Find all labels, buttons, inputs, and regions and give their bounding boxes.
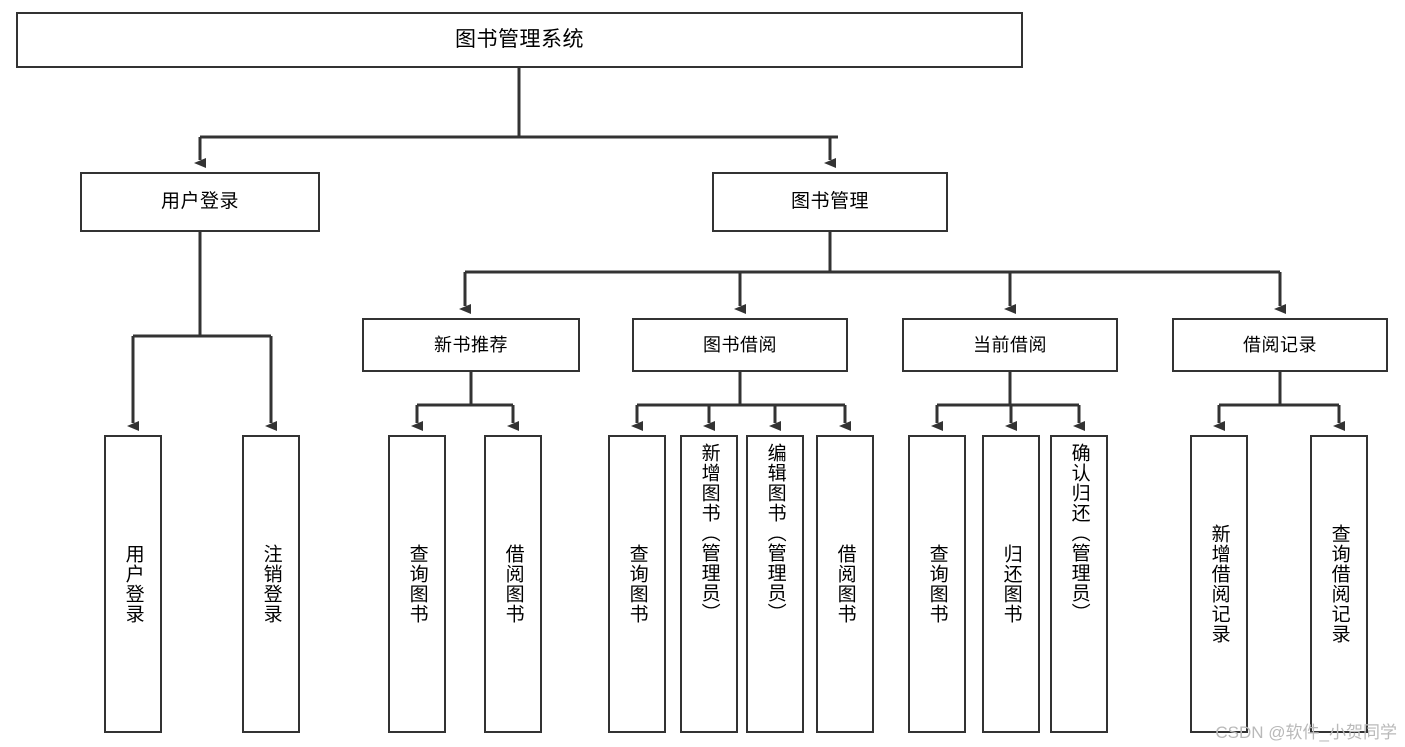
leaf-new-book-2[interactable]: 借阅图书 bbox=[484, 435, 542, 733]
node-user-login-label: 用户登录 bbox=[160, 191, 239, 213]
node-root-label: 图书管理系统 bbox=[455, 27, 584, 51]
node-current-borrow-label: 当前借阅 bbox=[973, 334, 1047, 355]
leaf-user-login-2[interactable]: 注销登录 bbox=[242, 435, 300, 733]
node-new-book-recommend-label: 新书推荐 bbox=[434, 334, 508, 355]
leaf-current-borrow-1-label: 查询图书 bbox=[926, 544, 948, 624]
node-book-manage[interactable]: 图书管理 bbox=[712, 172, 948, 232]
leaf-current-borrow-1[interactable]: 查询图书 bbox=[908, 435, 966, 733]
leaf-book-borrow-2-label: 新增图书（管理员） bbox=[698, 443, 720, 623]
leaf-book-borrow-1-label: 查询图书 bbox=[626, 544, 648, 624]
leaf-new-book-1[interactable]: 查询图书 bbox=[388, 435, 446, 733]
leaf-current-borrow-2-label: 归还图书 bbox=[1000, 544, 1022, 624]
node-book-borrow[interactable]: 图书借阅 bbox=[632, 318, 848, 372]
leaf-borrow-record-2-label: 查询借阅记录 bbox=[1328, 524, 1350, 644]
leaf-borrow-record-1-label: 新增借阅记录 bbox=[1208, 524, 1230, 644]
node-book-manage-label: 图书管理 bbox=[790, 191, 869, 213]
node-user-login[interactable]: 用户登录 bbox=[80, 172, 320, 232]
node-new-book-recommend[interactable]: 新书推荐 bbox=[362, 318, 580, 372]
node-borrow-record-label: 借阅记录 bbox=[1243, 334, 1317, 355]
node-root[interactable]: 图书管理系统 bbox=[16, 12, 1023, 68]
node-book-borrow-label: 图书借阅 bbox=[703, 334, 777, 355]
watermark-text: CSDN @软件_小贺同学 bbox=[1215, 723, 1397, 742]
leaf-book-borrow-1[interactable]: 查询图书 bbox=[608, 435, 666, 733]
leaf-book-borrow-3[interactable]: 编辑图书（管理员） bbox=[746, 435, 804, 733]
leaf-book-borrow-4[interactable]: 借阅图书 bbox=[816, 435, 874, 733]
leaf-current-borrow-3[interactable]: 确认归还（管理员） bbox=[1050, 435, 1108, 733]
leaf-current-borrow-2[interactable]: 归还图书 bbox=[982, 435, 1040, 733]
leaf-new-book-2-label: 借阅图书 bbox=[502, 544, 524, 624]
leaf-new-book-1-label: 查询图书 bbox=[406, 544, 428, 624]
leaf-book-borrow-3-label: 编辑图书（管理员） bbox=[764, 443, 786, 623]
leaf-user-login-2-label: 注销登录 bbox=[260, 544, 282, 624]
leaf-user-login-1-label: 用户登录 bbox=[122, 544, 144, 624]
leaf-borrow-record-2[interactable]: 查询借阅记录 bbox=[1310, 435, 1368, 733]
leaf-user-login-1[interactable]: 用户登录 bbox=[104, 435, 162, 733]
leaf-borrow-record-1[interactable]: 新增借阅记录 bbox=[1190, 435, 1248, 733]
leaf-current-borrow-3-label: 确认归还（管理员） bbox=[1068, 443, 1090, 623]
leaf-book-borrow-2[interactable]: 新增图书（管理员） bbox=[680, 435, 738, 733]
node-current-borrow[interactable]: 当前借阅 bbox=[902, 318, 1118, 372]
node-borrow-record[interactable]: 借阅记录 bbox=[1172, 318, 1388, 372]
leaf-book-borrow-4-label: 借阅图书 bbox=[834, 544, 856, 624]
